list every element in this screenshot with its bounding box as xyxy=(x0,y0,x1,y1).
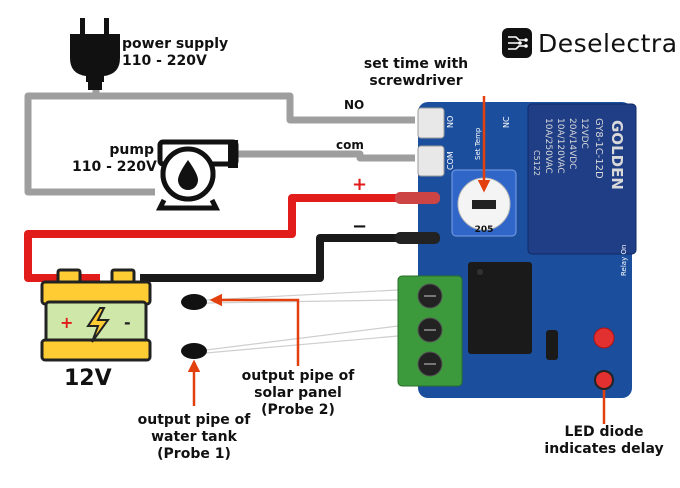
mains-wires xyxy=(24,90,415,196)
pump-icon xyxy=(155,139,239,211)
probe-wires xyxy=(205,289,399,354)
probe-1-sensor xyxy=(181,343,207,359)
silk-set-temp: Set Temp xyxy=(474,127,482,160)
svg-text:+: + xyxy=(60,313,73,332)
probe-2-sensor xyxy=(181,294,207,310)
relay-rating-1: 12VDC xyxy=(579,118,589,149)
relay-rating-4: 10A/250VAC xyxy=(543,118,553,174)
svg-text:-: - xyxy=(124,313,131,332)
brand-logo: Deselectra xyxy=(502,28,678,58)
terminal-no-label: NO xyxy=(344,98,365,112)
relay-code: C5122 xyxy=(532,150,541,176)
arrow-probe-2 xyxy=(209,293,300,366)
relay-brand: GOLDEN xyxy=(608,120,626,190)
terminal-com-label: com xyxy=(336,138,364,152)
plug-icon xyxy=(70,18,120,90)
silk-relay-on: Relay On xyxy=(620,245,628,276)
controller-board: NO COM NC Set Temp 205 GOLDEN GY8-1C-12D… xyxy=(395,102,637,398)
circuit-chip-icon xyxy=(502,28,532,58)
battery-voltage-label: 12V xyxy=(64,366,112,391)
silk-com: COM xyxy=(446,151,455,170)
potentiometer-code: 205 xyxy=(475,225,494,235)
relay-rating-2: 20A/14VDC xyxy=(567,118,577,169)
red-wire xyxy=(24,194,415,282)
silk-no: NO xyxy=(446,116,455,128)
battery-icon: + - xyxy=(40,268,152,362)
terminal-minus-label: − xyxy=(352,216,368,237)
led-diode xyxy=(594,370,614,390)
terminal-plus-label: + xyxy=(352,174,368,195)
black-wire xyxy=(140,234,415,282)
relay-rating-3: 10A/120VAC xyxy=(555,118,565,174)
silk-nc: NC xyxy=(502,116,511,128)
brand-name: Deselectra xyxy=(538,28,678,58)
relay-model: GY8-1C-12D xyxy=(593,118,604,179)
